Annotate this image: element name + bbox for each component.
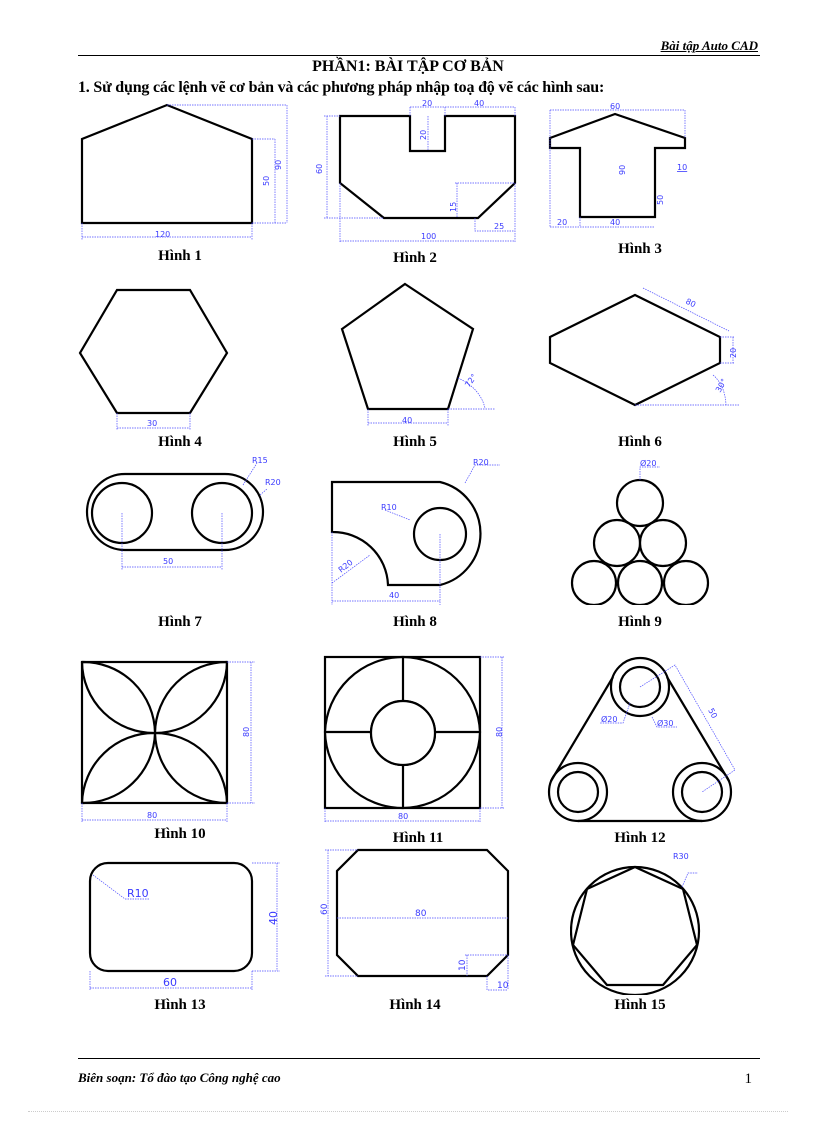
svg-text:10: 10 bbox=[497, 981, 509, 991]
header-rule bbox=[78, 55, 760, 56]
svg-text:40: 40 bbox=[610, 218, 620, 227]
page-number: 1 bbox=[744, 1071, 753, 1087]
footer-rule bbox=[78, 1058, 760, 1059]
svg-text:Ø30: Ø30 bbox=[657, 718, 673, 728]
figure-9-drawing: Ø20 bbox=[565, 455, 715, 605]
svg-text:Ø20: Ø20 bbox=[601, 714, 617, 724]
figure-14-drawing: 60 80 10 10 bbox=[315, 845, 515, 995]
figure-11-drawing: 80 80 bbox=[320, 655, 510, 825]
figure-10-drawing: 80 80 bbox=[75, 655, 260, 825]
figure-5-drawing: 40 72° bbox=[335, 280, 505, 430]
page-edge-divider bbox=[28, 1111, 788, 1112]
svg-text:80: 80 bbox=[147, 811, 157, 820]
svg-text:90: 90 bbox=[618, 165, 627, 175]
figure-12-drawing: Ø20 Ø30 50 bbox=[545, 655, 735, 825]
svg-text:10: 10 bbox=[677, 163, 687, 172]
svg-text:60: 60 bbox=[610, 102, 620, 111]
figure-7-caption: Hình 7 bbox=[158, 614, 202, 630]
figure-12-caption: Hình 12 bbox=[614, 830, 666, 846]
svg-text:R10: R10 bbox=[127, 887, 149, 900]
svg-text:50: 50 bbox=[656, 195, 665, 205]
svg-text:60: 60 bbox=[163, 976, 177, 989]
svg-text:40: 40 bbox=[402, 416, 412, 425]
figure-2-caption: Hình 2 bbox=[393, 250, 437, 266]
instruction-text: 1. Sử dụng các lệnh vẽ cơ bản và các phư… bbox=[78, 79, 605, 96]
figure-6-caption: Hình 6 bbox=[618, 434, 662, 450]
svg-text:20: 20 bbox=[729, 348, 738, 358]
svg-text:R20: R20 bbox=[473, 458, 489, 467]
svg-text:120: 120 bbox=[155, 230, 170, 239]
figure-4-caption: Hình 4 bbox=[158, 434, 202, 450]
footer-author: Biên soạn: Tổ đào tạo Công nghệ cao bbox=[78, 1070, 281, 1085]
svg-text:100: 100 bbox=[421, 232, 436, 241]
figure-2-drawing: 20 40 20 60 15 25 100 bbox=[310, 100, 530, 245]
svg-text:R10: R10 bbox=[381, 503, 397, 512]
svg-text:R30: R30 bbox=[673, 852, 689, 861]
figure-13-caption: Hình 13 bbox=[154, 997, 206, 1013]
svg-text:90: 90 bbox=[274, 160, 283, 170]
svg-text:25: 25 bbox=[494, 222, 504, 231]
figure-8-drawing: R20 R10 R20 40 bbox=[325, 455, 515, 605]
svg-text:30°: 30° bbox=[714, 377, 729, 394]
svg-text:10: 10 bbox=[458, 959, 468, 971]
svg-text:80: 80 bbox=[398, 812, 408, 821]
figure-11-caption: Hình 11 bbox=[392, 830, 444, 846]
svg-text:80: 80 bbox=[684, 297, 697, 310]
svg-text:50: 50 bbox=[262, 176, 271, 186]
header-title: Bài tập Auto CAD bbox=[660, 38, 758, 53]
figure-8-caption: Hình 8 bbox=[393, 614, 437, 630]
figure-15-drawing: R30 bbox=[570, 845, 720, 995]
svg-text:Ø20: Ø20 bbox=[640, 458, 656, 468]
svg-text:20: 20 bbox=[557, 218, 567, 227]
figure-7-drawing: R15 R20 50 bbox=[75, 455, 290, 575]
figure-5-caption: Hình 5 bbox=[393, 434, 437, 450]
figure-3-caption: Hình 3 bbox=[618, 241, 662, 257]
svg-text:50: 50 bbox=[706, 707, 719, 720]
figure-4-drawing: 30 bbox=[75, 285, 235, 435]
svg-text:80: 80 bbox=[415, 909, 427, 919]
svg-text:72°: 72° bbox=[463, 372, 479, 389]
svg-text:R20: R20 bbox=[265, 478, 281, 487]
svg-text:40: 40 bbox=[267, 911, 280, 925]
figure-14-caption: Hình 14 bbox=[389, 997, 441, 1013]
svg-text:50: 50 bbox=[163, 557, 173, 566]
svg-text:20: 20 bbox=[422, 100, 432, 108]
figure-9-caption: Hình 9 bbox=[618, 614, 662, 630]
figure-10-caption: Hình 10 bbox=[154, 826, 206, 842]
section-title: PHẦN1: BÀI TẬP CƠ BẢN bbox=[312, 58, 504, 75]
svg-text:80: 80 bbox=[242, 727, 251, 737]
svg-text:R20: R20 bbox=[337, 558, 355, 575]
svg-text:R15: R15 bbox=[252, 456, 268, 465]
figure-6-drawing: 80 20 30° bbox=[545, 285, 745, 415]
svg-text:40: 40 bbox=[389, 591, 399, 600]
figure-15-caption: Hình 15 bbox=[614, 997, 666, 1013]
svg-text:60: 60 bbox=[320, 903, 330, 915]
figure-1-drawing: 120 50 90 bbox=[75, 100, 290, 245]
svg-text:40: 40 bbox=[474, 100, 484, 108]
svg-text:30: 30 bbox=[147, 419, 157, 428]
figure-3-drawing: 60 90 10 50 20 40 bbox=[545, 100, 705, 235]
svg-text:20: 20 bbox=[419, 130, 428, 140]
figure-1-caption: Hình 1 bbox=[158, 248, 202, 264]
svg-text:15: 15 bbox=[449, 202, 458, 212]
svg-text:80: 80 bbox=[495, 727, 504, 737]
figure-13-drawing: R10 40 60 bbox=[85, 855, 285, 995]
svg-text:60: 60 bbox=[315, 164, 324, 174]
